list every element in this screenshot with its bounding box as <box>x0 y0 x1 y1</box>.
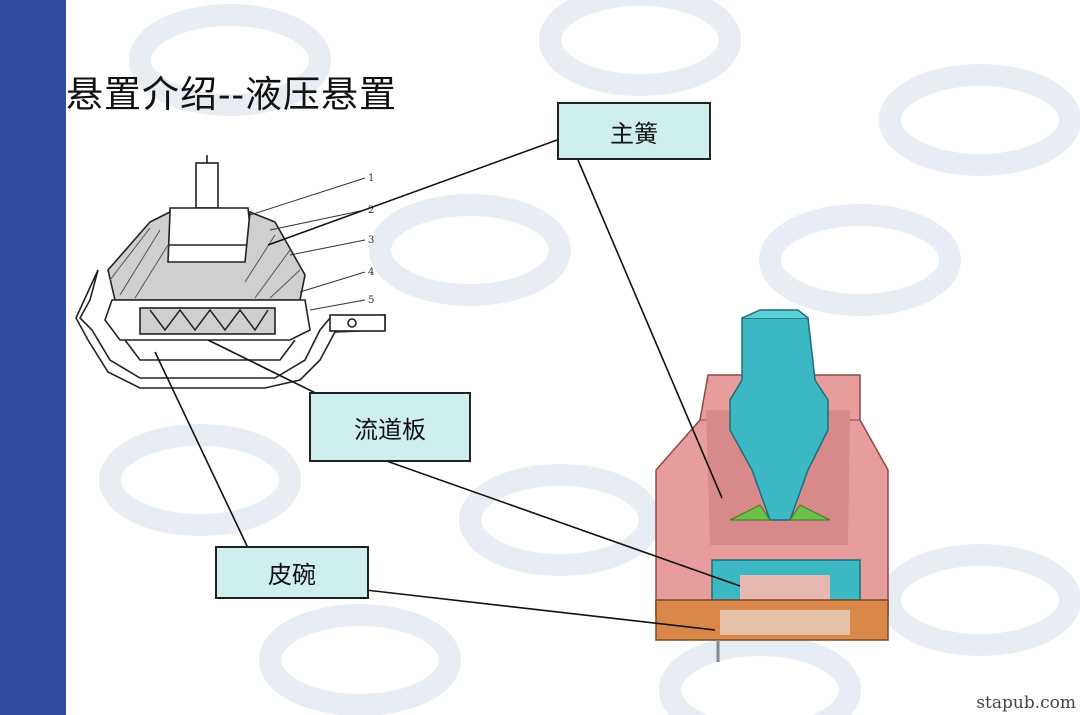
slide-title: 悬置介绍--液压悬置 <box>66 73 398 116</box>
site-watermark: stapub.com <box>976 693 1076 713</box>
callout-main-spring: 主簧 <box>557 102 711 160</box>
left-accent-bar <box>0 0 66 715</box>
callout-bowl: 皮碗 <box>215 546 369 599</box>
part-number-5: 5 <box>368 295 374 306</box>
cutaway-3d-model <box>655 309 889 662</box>
part-number-4: 4 <box>368 267 374 278</box>
callout-flow-plate-label: 流道板 <box>354 415 426 444</box>
callout-bowl-label: 皮碗 <box>268 561 316 589</box>
callout-flow-plate: 流道板 <box>309 392 471 462</box>
part-number-1: 1 <box>368 173 374 184</box>
part-numbers: 1 2 3 4 5 <box>368 173 374 306</box>
cross-section-drawing <box>75 155 386 389</box>
part-number-2: 2 <box>368 205 374 216</box>
callout-main-spring-label: 主簧 <box>610 119 658 148</box>
part-number-3: 3 <box>368 235 374 246</box>
leader-lines <box>154 139 741 631</box>
